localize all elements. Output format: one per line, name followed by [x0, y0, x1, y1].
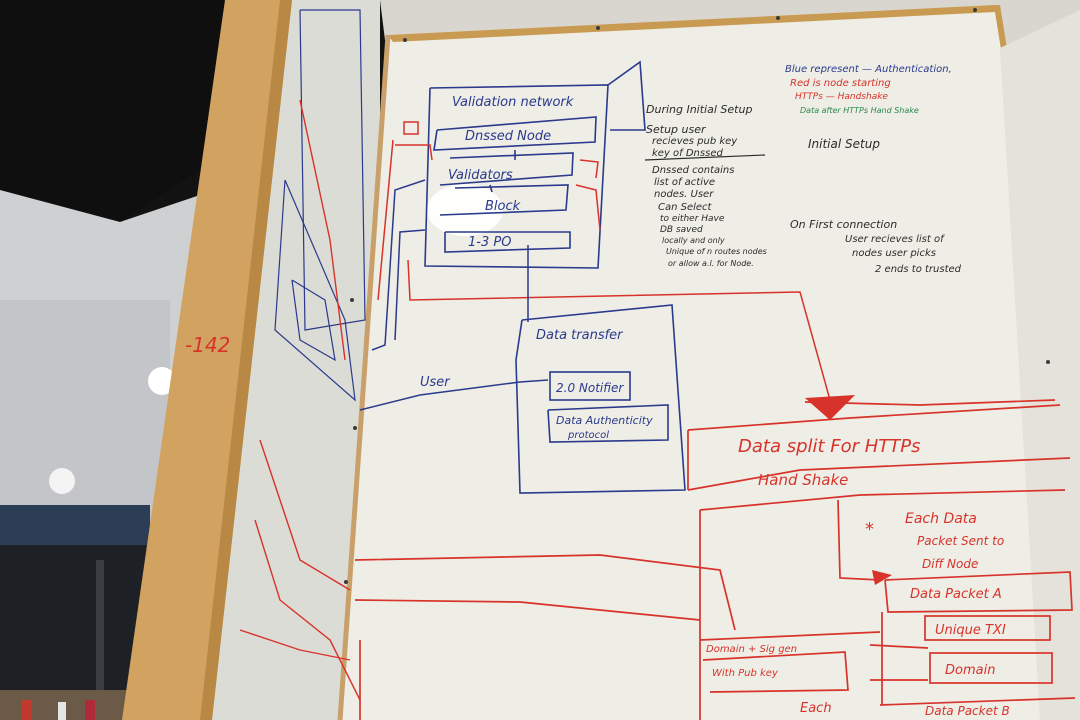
wood-post-shadow	[200, 0, 292, 720]
left-red-scribble: -142	[185, 333, 230, 357]
pos-label: 1-3 PO	[468, 235, 511, 250]
contains-9: or allow a.l. for Node.	[668, 259, 754, 268]
domain-label: Domain	[945, 663, 995, 678]
first-connection-2: User recieves list of	[845, 234, 945, 245]
contains-8: Unique of n routes nodes	[666, 247, 767, 256]
first-connection-4: 2 ends to trusted	[875, 264, 962, 275]
right-board-edge	[1000, 10, 1080, 720]
block-label: Block	[485, 199, 521, 214]
legend-red: Red is node starting	[790, 78, 891, 89]
unique-txi-label: Unique TXI	[935, 623, 1006, 638]
dnssed-node-label: Dnssed Node	[465, 129, 551, 144]
first-connection-3: nodes user picks	[852, 248, 936, 259]
wood-post	[122, 0, 292, 720]
each-bottom: Each	[800, 701, 832, 716]
first-connection-1: On First connection	[790, 218, 897, 231]
each-data-1: Each Data	[905, 511, 977, 527]
setup-user-3: key of Dnssed	[652, 148, 723, 159]
ceiling-light-1	[148, 367, 176, 395]
auth-protocol-label-2: protocol	[567, 430, 609, 441]
contains-6: DB saved	[660, 225, 703, 235]
https-title-2: Hand Shake	[758, 471, 848, 489]
validation-network-diagram	[424, 60, 646, 269]
packet-a-label: Data Packet A	[910, 587, 1002, 602]
bottle-1	[22, 700, 32, 720]
validators-label: Validators	[448, 168, 513, 183]
domain-sig-2: With Pub key	[712, 668, 779, 679]
validation-red-brackets	[377, 121, 831, 401]
initial-setup-label: Initial Setup	[808, 137, 880, 151]
setup-user-1: Setup user	[646, 123, 707, 136]
contains-5: to either Have	[660, 214, 725, 224]
frame-left-edge	[337, 34, 391, 720]
ceiling-light-2	[49, 468, 75, 494]
setup-underline	[644, 154, 766, 161]
contains-4: Can Select	[658, 202, 713, 213]
auth-protocol-label-1: Data Authenticity	[556, 414, 653, 427]
red-arrow-right	[872, 570, 892, 585]
notifier-label: 2.0 Notifier	[556, 381, 624, 395]
board-screws	[344, 8, 1050, 584]
data-transfer-diagram	[515, 304, 686, 494]
user-label: User	[420, 375, 451, 390]
setup-heading: During Initial Setup	[646, 103, 752, 116]
left-board-red-lines	[239, 99, 361, 701]
setup-user-2: recieves pub key	[652, 136, 738, 147]
star-mark: *	[865, 519, 874, 540]
left-whiteboard	[205, 0, 380, 720]
legend-blue: Blue represent — Authentication,	[785, 64, 952, 75]
main-whiteboard	[340, 5, 1080, 720]
contains-7: locally and only	[662, 236, 725, 245]
data-transfer-title: Data transfer	[536, 328, 624, 343]
left-board-markings	[274, 9, 366, 402]
contains-1: Dnssed contains	[652, 165, 734, 176]
packet-b-label: Data Packet B	[925, 704, 1010, 718]
bottle-3	[85, 700, 95, 720]
ceiling-soffit	[0, 0, 230, 222]
blue-connectors	[359, 179, 549, 411]
wall-lower-left	[0, 300, 170, 530]
red-arrow-down	[805, 395, 855, 420]
https-split-diagram	[354, 399, 1076, 720]
each-data-2: Packet Sent to	[917, 534, 1004, 548]
https-title-1: Data split For HTTPs	[738, 436, 921, 457]
legend-https: HTTPs — Handshake	[795, 92, 888, 102]
validation-network-title: Validation network	[452, 95, 574, 110]
bottle-2	[58, 702, 66, 720]
window-strip	[0, 505, 150, 545]
window-mullion	[96, 560, 104, 720]
contains-3: nodes. User	[654, 189, 714, 200]
contains-2: list of active	[654, 177, 715, 188]
domain-sig-1: Domain + Sig gen	[706, 644, 797, 655]
each-data-3: Diff Node	[922, 557, 978, 571]
legend-green: Data after HTTPs Hand Shake	[800, 106, 919, 115]
glare	[427, 184, 503, 236]
